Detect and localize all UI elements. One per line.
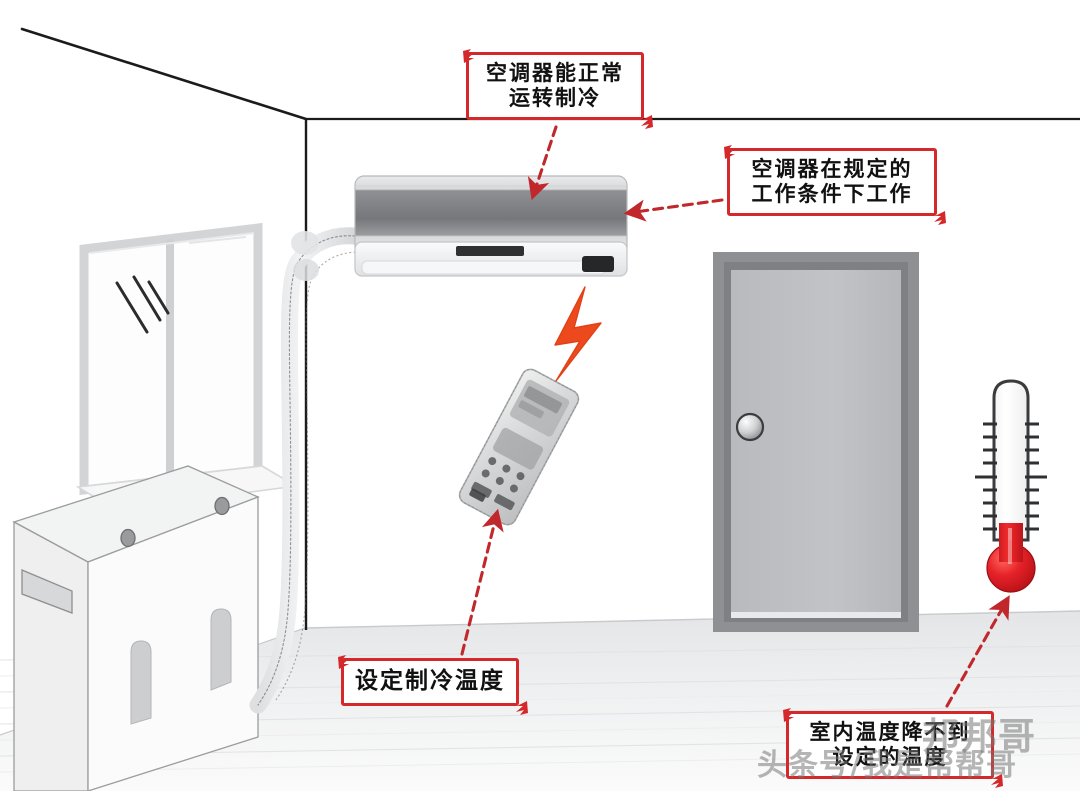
callout-tear-top-left	[783, 708, 795, 722]
ac-receiver-window	[582, 256, 614, 272]
callout-text: 空调器能正常 运转制冷	[486, 61, 624, 110]
callout-tear-bottom-right	[991, 774, 1003, 788]
callout-room-temp-not-reaching-setpoint: 室内温度降不到 设定的温度	[783, 708, 1003, 788]
cabinet	[12, 465, 260, 791]
arrow-to-ac-side	[623, 198, 724, 222]
callout-tear-top-left	[338, 655, 350, 669]
door	[713, 252, 919, 632]
air-conditioner	[354, 175, 628, 277]
ac-display-panel	[456, 246, 524, 256]
arrow-to-ac-top	[527, 125, 558, 201]
remote-mode-block	[493, 427, 544, 470]
signal-bolt-icon	[554, 286, 602, 382]
ac-pipe	[249, 227, 364, 714]
arrow-to-thermometer	[945, 595, 1010, 708]
callout-tear-bottom-right	[641, 115, 653, 129]
callout-ac-normal-cooling: 空调器能正常 运转制冷	[463, 49, 653, 129]
door-knob	[735, 412, 765, 442]
callout-set-cooling-temperature: 设定制冷温度	[338, 655, 528, 715]
remote-control	[458, 368, 580, 526]
callout-text: 设定制冷温度	[355, 668, 505, 695]
callout-text: 室内温度降不到 设定的温度	[809, 720, 971, 769]
callout-text: 空调器在规定的 工作条件下工作	[751, 157, 913, 206]
cabinet-knob-left	[120, 528, 136, 548]
callout-tear-bottom-right	[934, 211, 946, 225]
callout-ac-working-conditions: 空调器在规定的 工作条件下工作	[724, 145, 946, 225]
annotation-arrows	[460, 125, 1010, 708]
callout-tear-top-left	[724, 145, 736, 159]
callout-tear-top-left	[463, 49, 475, 63]
arrow-to-remote	[460, 508, 504, 656]
thermometer	[975, 379, 1047, 593]
callout-tear-bottom-right	[516, 701, 528, 715]
cabinet-knob-right	[214, 496, 230, 516]
